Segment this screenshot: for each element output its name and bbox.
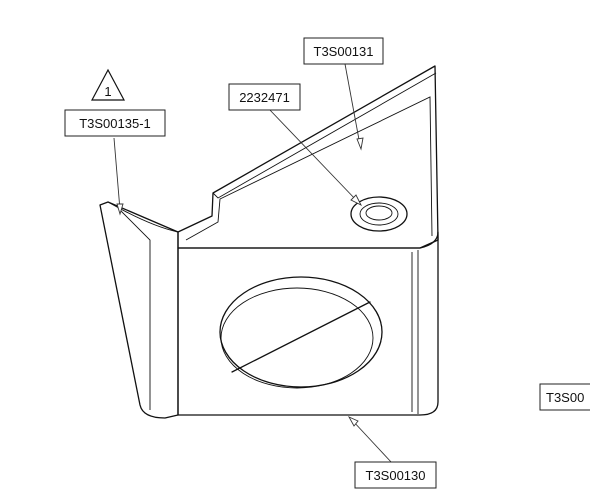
revision-triangle-shape [91,68,125,101]
top-plate-inner-edge [185,96,433,241]
top-plate [177,65,439,249]
left-flange-top-curve [107,201,179,233]
revision-number: 1 [104,84,111,99]
callout-top-plate-text: T3S00131 [314,44,374,59]
arrow-top-plate [356,137,364,151]
leader-lines [113,63,393,464]
callout-bottom: T3S00130 [354,461,437,489]
bracket-part [99,65,439,419]
arrow-left-flange [116,203,124,216]
callout-right-cut-text: T3S00 [546,390,584,405]
callout-washer-text: 2232471 [239,90,290,105]
left-flange-inner-edge [117,207,151,410]
callout-bottom-text: T3S00130 [366,468,426,483]
cutout-section-line [231,301,371,373]
top-plate-upper-lip [212,72,437,199]
callout-top-plate: T3S00131 [303,37,384,65]
arrow-washer [350,194,363,207]
callout-right-cut: T3S00 [539,383,590,411]
leader-bottom [351,419,393,464]
callout-left-flange-text: T3S00135-1 [79,116,151,131]
circular-cutout-inner [220,287,374,389]
washer-hole [365,205,393,221]
callout-washer: 2232471 [228,83,301,111]
leader-left-flange [113,137,121,211]
leader-washer [267,107,359,203]
front-plate [177,231,439,416]
leader-top-plate [344,63,361,146]
callout-left-flange: T3S00135-1 [64,109,166,137]
revision-triangle: 1 [91,68,125,101]
arrow-bottom [347,416,359,427]
washer-outer [350,196,408,232]
circular-cutout [219,276,383,388]
washer-mid [359,202,399,226]
left-flange [99,201,179,419]
